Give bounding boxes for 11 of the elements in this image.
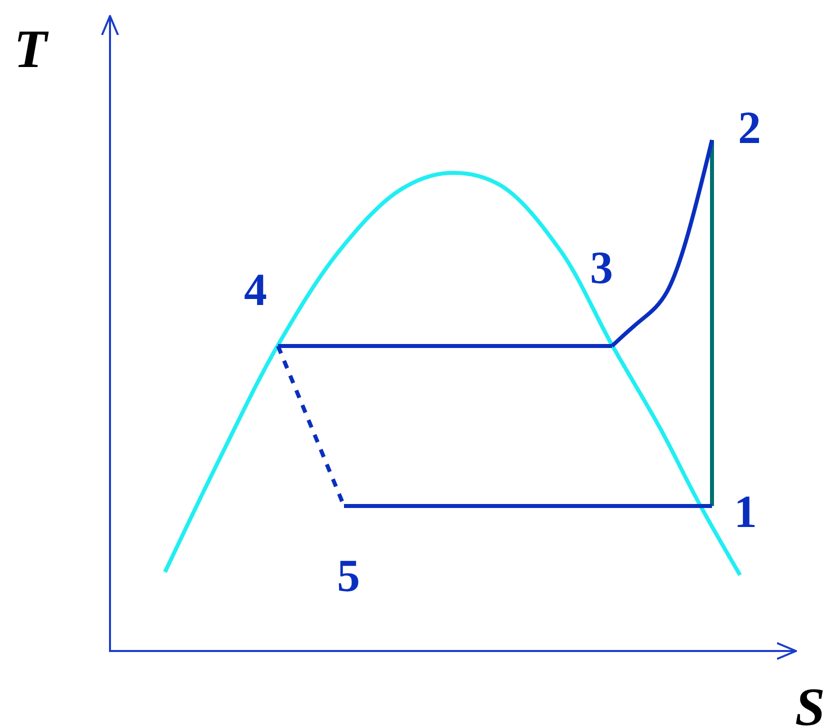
axis-label: S — [795, 680, 825, 728]
state-point-label: 4 — [244, 267, 267, 313]
axis-label: T — [14, 22, 47, 76]
process-line — [610, 140, 714, 348]
state-point-label: 5 — [337, 553, 360, 599]
state-point-label: 3 — [590, 245, 613, 291]
state-point-label: 2 — [738, 105, 761, 151]
process-line — [278, 344, 612, 348]
process-line — [710, 140, 714, 506]
state-point-label: 1 — [734, 489, 757, 535]
process-line — [344, 504, 712, 508]
